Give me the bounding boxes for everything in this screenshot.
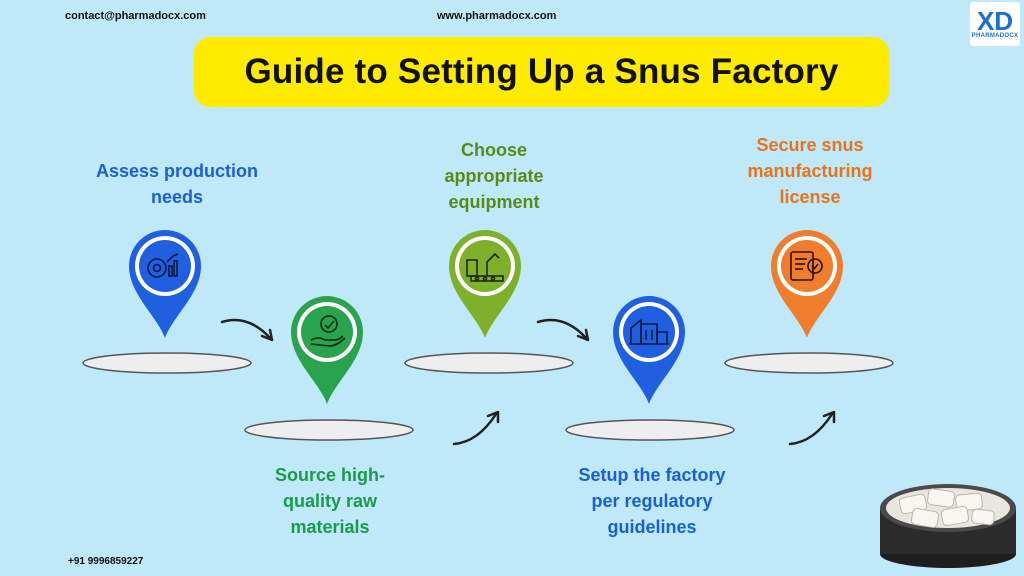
step-4-pin bbox=[613, 296, 685, 404]
arrow-step-3-to-4 bbox=[536, 318, 590, 342]
step-1-label: Assess production needs bbox=[70, 158, 284, 210]
step-2-line-2: quality raw bbox=[282, 491, 378, 511]
logo-brand: PHARMADOCX bbox=[971, 33, 1019, 39]
page-title: Guide to Setting Up a Snus Factory bbox=[244, 52, 839, 91]
step-1-line-1: Assess production bbox=[95, 161, 259, 181]
arrow-step-4-to-5 bbox=[788, 410, 836, 446]
robot-arm-machine-icon bbox=[466, 252, 504, 282]
hand-leaf-gear-icon bbox=[310, 315, 346, 347]
step-5-pin bbox=[771, 230, 843, 338]
step-3-platform bbox=[404, 352, 574, 374]
step-2-label: Source high- quality raw materials bbox=[246, 462, 414, 540]
step-2-line-3: materials bbox=[290, 517, 370, 537]
step-2-pin bbox=[291, 296, 363, 404]
gear-chart-icon bbox=[147, 253, 179, 278]
step-5-line-2: manufacturing bbox=[747, 161, 873, 181]
step-1-line-2: needs bbox=[150, 187, 204, 207]
step-5-line-1: Secure snus bbox=[756, 135, 864, 155]
pharmadocx-logo: XD PHARMADOCX bbox=[970, 2, 1020, 46]
step-4-line-2: per regulatory bbox=[591, 491, 713, 511]
step-4-label: Setup the factory per regulatory guideli… bbox=[552, 462, 752, 540]
step-1-platform bbox=[82, 352, 252, 374]
contact-email[interactable]: contact@pharmadocx.com bbox=[65, 10, 206, 22]
factory-building-icon bbox=[629, 318, 669, 345]
step-3-line-2: appropriate bbox=[444, 166, 544, 186]
step-1-pin bbox=[129, 230, 201, 338]
step-5-line-3: license bbox=[779, 187, 841, 207]
step-5-label: Secure snus manufacturing license bbox=[722, 132, 898, 210]
step-2-line-1: Source high- bbox=[274, 465, 385, 485]
arrow-step-1-to-2 bbox=[220, 318, 274, 342]
step-3-label: Choose appropriate equipment bbox=[405, 137, 583, 215]
logo-mark: XD bbox=[976, 6, 1014, 36]
step-3-line-3: equipment bbox=[448, 192, 540, 212]
step-3-line-1: Choose bbox=[460, 140, 527, 160]
step-3-pin bbox=[449, 230, 521, 338]
website-link[interactable]: www.pharmadocx.com bbox=[437, 10, 557, 22]
step-2-platform bbox=[244, 419, 414, 441]
snus-tin-image bbox=[880, 484, 1016, 568]
step-4-line-1: Setup the factory bbox=[578, 465, 726, 485]
arrow-step-2-to-3 bbox=[452, 410, 500, 446]
license-document-icon bbox=[790, 251, 823, 281]
step-5-platform bbox=[724, 352, 894, 374]
phone-number[interactable]: +91 9996859227 bbox=[68, 556, 144, 567]
step-4-line-3: guidelines bbox=[607, 517, 697, 537]
title-banner: Guide to Setting Up a Snus Factory bbox=[194, 37, 889, 107]
step-4-platform bbox=[565, 419, 735, 441]
